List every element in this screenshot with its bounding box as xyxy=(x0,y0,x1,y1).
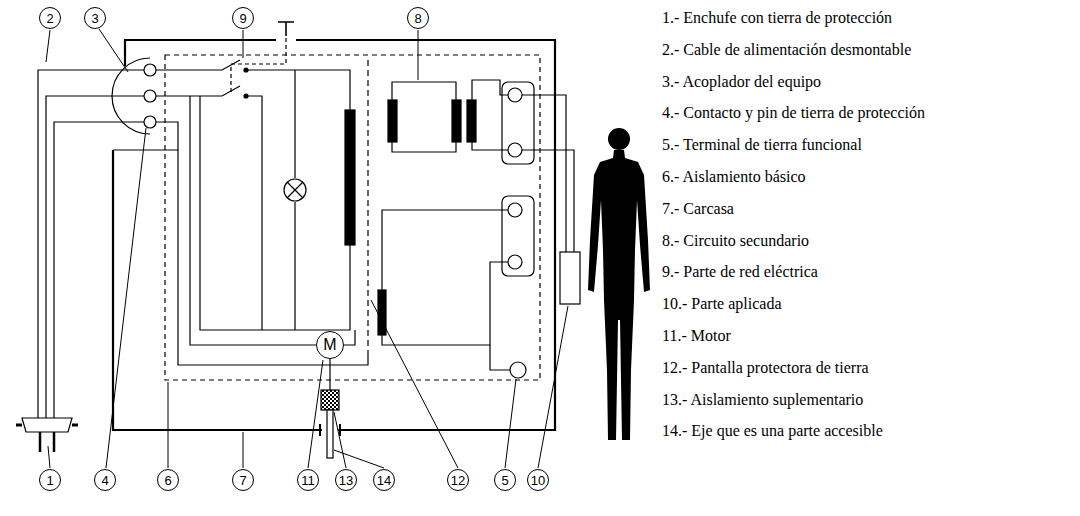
legend-entry: 7.- Carcasa xyxy=(662,199,734,219)
legend-entry: 5.- Terminal de tierra funcional xyxy=(662,135,862,155)
callout-text: 6 xyxy=(164,474,171,487)
callout-text: 13 xyxy=(339,474,353,487)
applied-part xyxy=(560,252,580,304)
human-silhouette xyxy=(588,150,650,440)
earth-screen xyxy=(178,60,368,365)
legend-entry: 12.- Pantalla protectora de tierra xyxy=(662,358,869,378)
mains-switch xyxy=(156,22,350,330)
secondary-circuit xyxy=(378,80,508,345)
legend-entry: 3.- Acoplador del equipo xyxy=(662,72,821,92)
callout-number: 5 xyxy=(494,469,516,491)
callout-number: 12 xyxy=(447,469,469,491)
callout-text: 4 xyxy=(101,474,108,487)
callout-number: 13 xyxy=(335,469,357,491)
functional-earth-terminal xyxy=(490,345,526,378)
callout-number: 2 xyxy=(39,7,61,29)
callout-text: 1 xyxy=(46,474,53,487)
legend-entry: 4.- Contacto y pin de tierra de protecci… xyxy=(662,103,925,123)
callout-text: 5 xyxy=(501,474,508,487)
callout-number: 9 xyxy=(232,7,254,29)
motor-letter: M xyxy=(323,337,336,353)
callout-text: 7 xyxy=(239,474,246,487)
motor-symbol: M xyxy=(316,331,344,359)
human-head xyxy=(608,128,630,150)
legend-entry: 6.- Aislamiento básico xyxy=(662,167,806,187)
callout-number: 8 xyxy=(407,7,429,29)
callout-text: 2 xyxy=(46,12,53,25)
housing xyxy=(113,40,555,430)
callout-text: 9 xyxy=(239,12,246,25)
leader-lines xyxy=(46,29,568,468)
legend-entry: 14.- Eje que es una parte accesible xyxy=(662,421,883,441)
callout-text: 3 xyxy=(91,12,98,25)
legend-entry: 11.- Motor xyxy=(662,326,731,346)
power-cable xyxy=(38,70,144,418)
legend-entry: 9.- Parte de red eléctrica xyxy=(662,262,818,282)
applied-part-terminals xyxy=(502,82,574,276)
callout-number: 4 xyxy=(94,469,116,491)
mains-part xyxy=(190,70,355,345)
callout-text: 8 xyxy=(414,12,421,25)
legend-entry: 10.- Parte aplicada xyxy=(662,294,782,314)
callout-text: 10 xyxy=(531,474,545,487)
callout-number: 11 xyxy=(297,469,319,491)
callout-number: 1 xyxy=(39,469,61,491)
callout-text: 12 xyxy=(451,474,465,487)
motor-shaft xyxy=(320,359,340,458)
callout-number: 14 xyxy=(373,469,395,491)
callout-number: 6 xyxy=(157,469,179,491)
callout-number: 7 xyxy=(232,469,254,491)
legend-entry: 8.- Circuito secundario xyxy=(662,231,809,251)
legend-entry: 1.- Enchufe con tierra de protección xyxy=(662,8,892,28)
callout-number: 3 xyxy=(84,7,106,29)
basic-insulation xyxy=(165,55,540,380)
legend-entry: 13.- Aislamiento suplementario xyxy=(662,390,863,410)
callout-text: 14 xyxy=(377,474,391,487)
mains-plug xyxy=(16,418,78,452)
callout-number: 10 xyxy=(527,469,549,491)
callout-text: 11 xyxy=(301,474,315,487)
legend-entry: 2.- Cable de alimentación desmontable xyxy=(662,40,911,60)
